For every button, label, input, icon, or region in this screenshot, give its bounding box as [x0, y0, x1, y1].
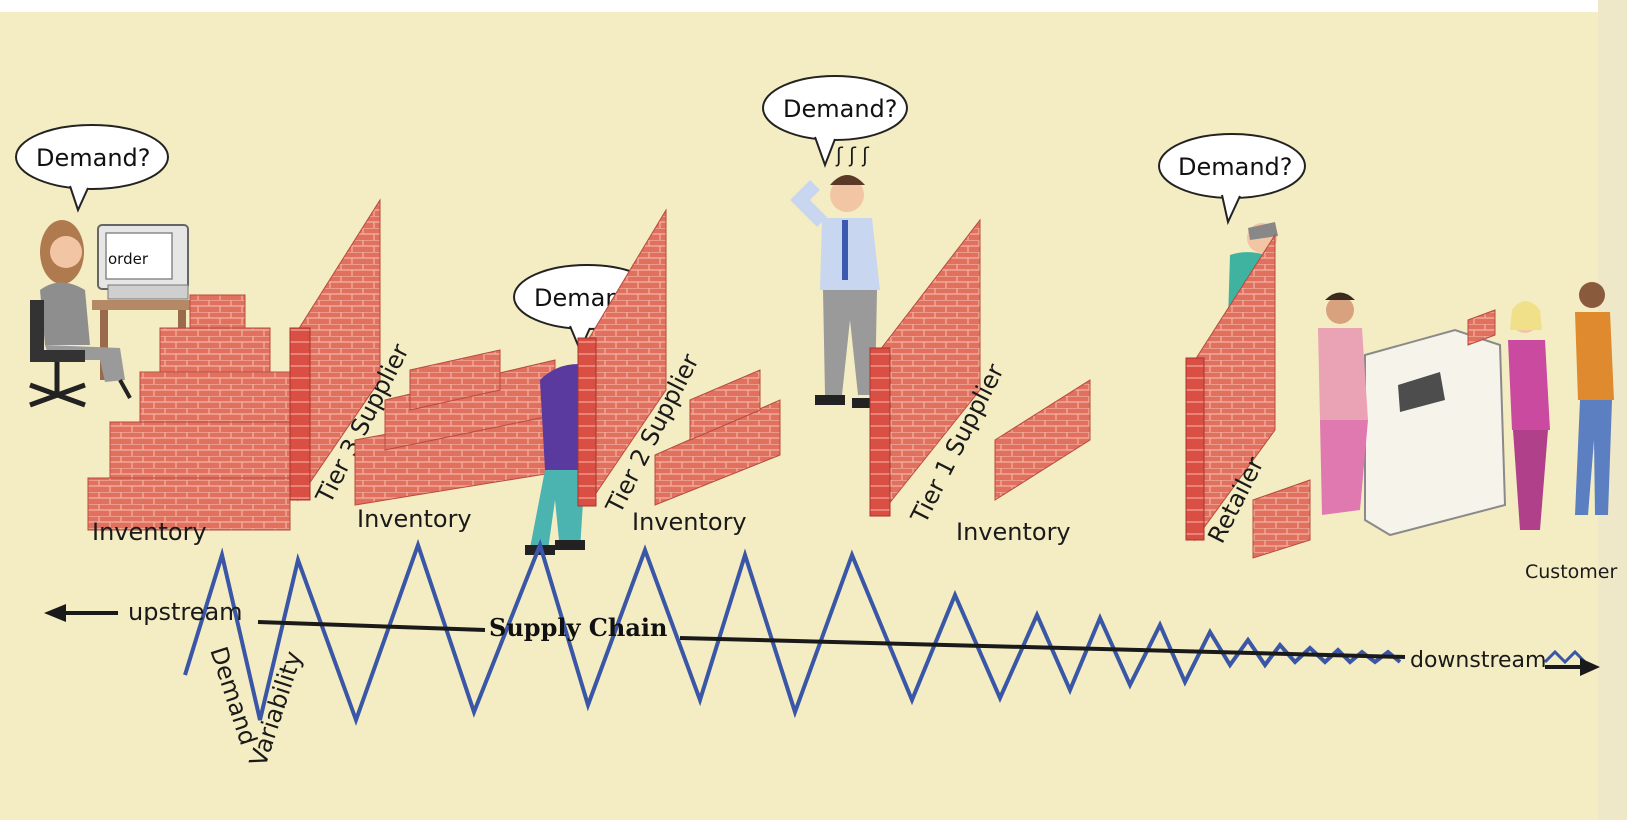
tier3-worker-figure: order [29, 220, 200, 408]
demand-variability-wave [183, 538, 1402, 726]
inventory-label-4: Inventory [956, 518, 1071, 546]
inventory-label-1: Inventory [92, 518, 207, 546]
retailer-inventory-stack [1252, 479, 1311, 559]
retailer-demand-bubble: Demand? [1158, 133, 1306, 226]
retailer-wall [1185, 233, 1276, 542]
tier3-wall [289, 198, 381, 502]
svg-text:Demand?: Demand? [1178, 153, 1293, 181]
svg-text:Demand?: Demand? [783, 95, 898, 123]
tier1-demand-bubble: Demand? [762, 75, 908, 168]
downstream-label: downstream [1410, 648, 1546, 673]
inventory-label-3: Inventory [632, 508, 747, 536]
top-margin [0, 0, 1627, 12]
customer-label: Customer [1525, 561, 1617, 583]
monitor-order-text: order [108, 250, 149, 268]
customer-woman-figure [1467, 301, 1550, 530]
tier3-inventory-stack [87, 294, 291, 531]
demand-variability-wave-tail [1543, 649, 1587, 665]
supply-chain-label: Supply Chain [489, 613, 667, 642]
tier1-worker-figure [790, 175, 882, 408]
downstream-arrowhead-icon [1580, 658, 1600, 676]
inventory-label-2: Inventory [357, 505, 472, 533]
upstream-label: upstream [128, 598, 243, 626]
supply-chain-axis-line [257, 620, 486, 632]
supply-chain-axis-line-2 [679, 636, 1406, 659]
store-clerk-figure [1318, 292, 1368, 515]
retail-inventory-stack [994, 379, 1091, 501]
tier1-inventory-stack [654, 369, 781, 506]
tier2-wall [577, 208, 667, 507]
svg-text:Demand?: Demand? [36, 144, 151, 172]
tier1-wall [869, 218, 981, 517]
shop-counter [1364, 328, 1507, 537]
customer-man-figure [1575, 282, 1614, 515]
tier2-inventory-stack [354, 349, 571, 506]
thinking-marks: ʃ ʃ ʃ [835, 143, 870, 167]
tier3-demand-bubble: Demand? [15, 124, 169, 213]
upstream-arrowhead-icon [44, 604, 66, 622]
